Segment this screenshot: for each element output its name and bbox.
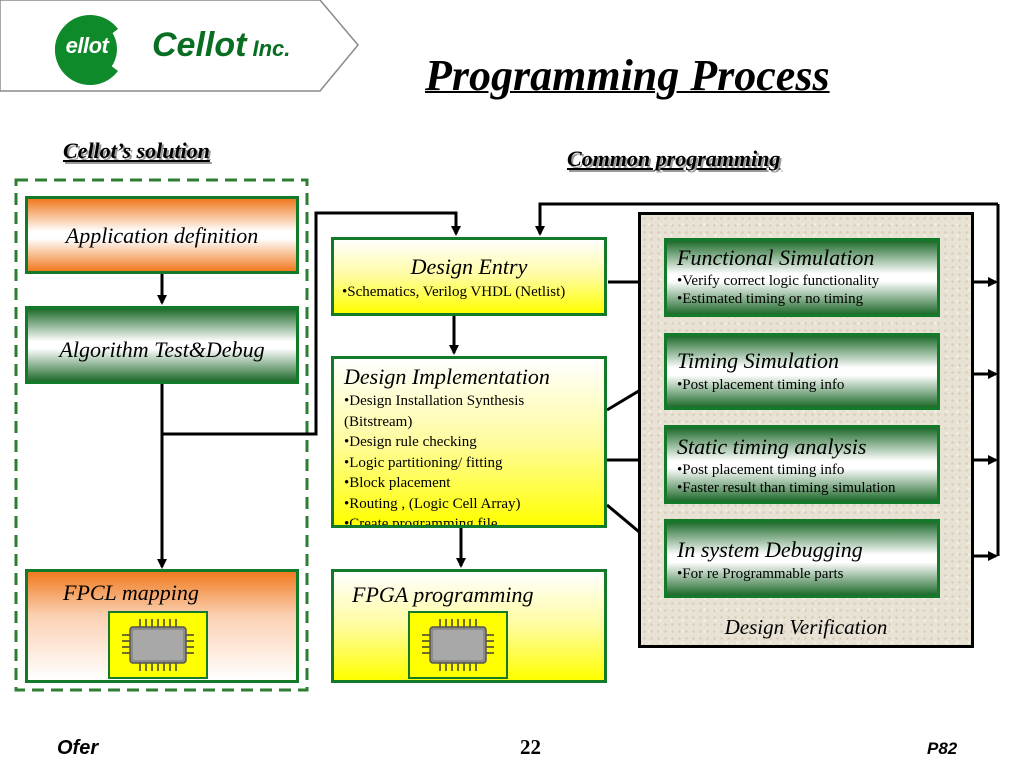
- algorithm-test-debug-label: Algorithm Test&Debug: [59, 337, 265, 362]
- application-definition-label: Application definition: [65, 223, 259, 248]
- static-timing-analysis-bullets: •Post placement timing info •Faster resu…: [677, 461, 896, 497]
- verif-bullet: •Verify correct logic functionality: [677, 273, 880, 289]
- verif-bullet: •Post placement timing info: [677, 377, 845, 393]
- design-implementation-title: Design Implementation: [344, 364, 550, 389]
- verif-bullet: •For re Programmable parts: [677, 566, 844, 582]
- fpcl-mapping-label: FPCL mapping: [63, 580, 199, 605]
- application-definition-box: Application definition: [25, 196, 299, 274]
- design-verification-label: Design Verification: [724, 615, 888, 639]
- impl-bullet: •Design Installation Synthesis: [344, 393, 525, 409]
- page-title: Programming Process: [425, 51, 830, 100]
- impl-bullet: •Create programming file: [344, 516, 498, 528]
- cellot-solution-label: Cellot’s solution: [63, 138, 210, 163]
- timing-simulation-title: Timing Simulation: [677, 348, 839, 373]
- design-entry-box: Design Entry •Schematics, Verilog VHDL (…: [331, 237, 607, 316]
- logo-text: ellot: [65, 33, 109, 58]
- impl-bullet: (Bitstream): [344, 413, 413, 430]
- common-programming-label: Common programming: [567, 146, 781, 171]
- functional-simulation-title: Functional Simulation: [677, 245, 875, 270]
- functional-simulation-bullets: •Verify correct logic functionality •Est…: [677, 272, 879, 308]
- footer-code: P82: [927, 739, 958, 758]
- footer-page-number: 22: [520, 735, 541, 759]
- impl-bullet: •Logic partitioning/ fitting: [344, 454, 503, 471]
- design-entry-bullet: •Schematics, Verilog VHDL (Netlist): [342, 284, 566, 300]
- brand-suffix: Inc.: [252, 36, 291, 61]
- verif-bullet: •Post placement timing info: [677, 462, 845, 478]
- in-system-debugging-box: In system Debugging •For re Programmable…: [664, 519, 940, 598]
- verif-bullet: •Estimated timing or no timing: [677, 291, 864, 307]
- design-implementation-bullets: •Design Installation Synthesis (Bitstrea…: [344, 391, 525, 528]
- timing-simulation-box: Timing Simulation •Post placement timing…: [664, 333, 940, 410]
- design-implementation-box: Design Implementation •Design Installati…: [331, 356, 607, 528]
- fpga-programming-label: FPGA programming: [352, 582, 534, 607]
- impl-bullet: •Routing , (Logic Cell Array): [344, 495, 521, 512]
- chip-icon: [108, 611, 208, 679]
- algorithm-test-debug-box: Algorithm Test&Debug: [25, 306, 299, 384]
- in-system-debugging-title: In system Debugging: [677, 537, 863, 562]
- chip-icon: [408, 611, 508, 679]
- impl-bullet: •Block placement: [344, 475, 451, 491]
- brand-name-main: Cellot: [152, 26, 247, 64]
- verif-bullet: •Faster result than timing simulation: [677, 480, 896, 496]
- design-entry-title: Design Entry: [410, 254, 528, 279]
- impl-bullet: •Design rule checking: [344, 434, 477, 450]
- static-timing-analysis-box: Static timing analysis •Post placement t…: [664, 425, 940, 504]
- functional-simulation-box: Functional Simulation •Verify correct lo…: [664, 238, 940, 317]
- static-timing-analysis-title: Static timing analysis: [677, 434, 867, 459]
- logo-c-icon: [55, 15, 118, 85]
- footer-author: Ofer: [57, 737, 99, 759]
